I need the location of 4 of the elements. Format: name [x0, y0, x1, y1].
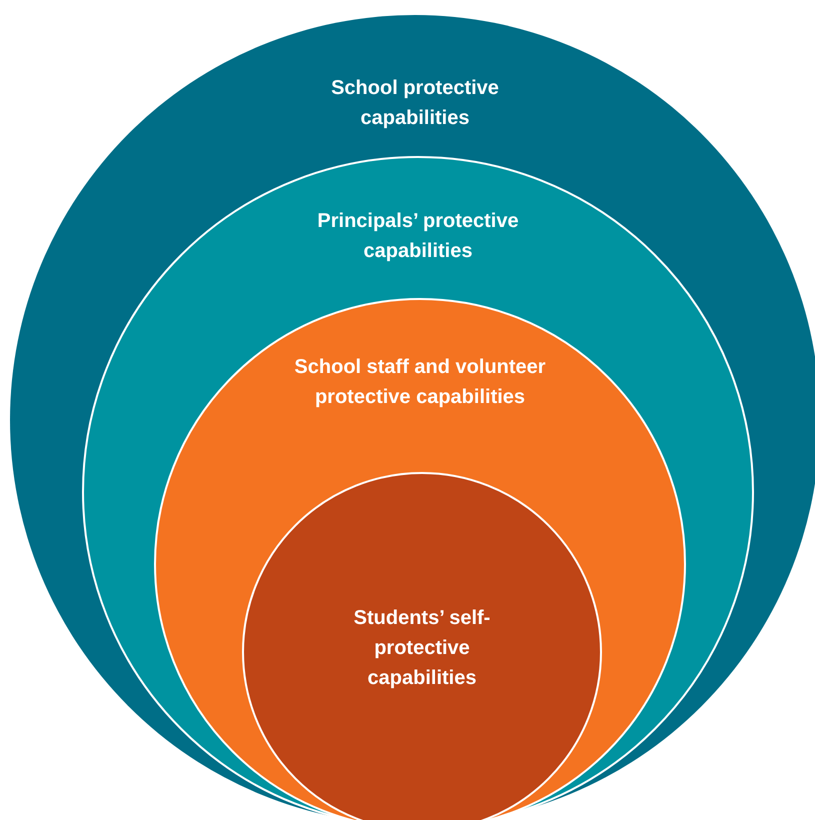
- circle-label: School staff and volunteer protective capabilities: [293, 355, 547, 410]
- circle-label: Students’ self-protective capabilities: [352, 606, 492, 691]
- circle-label: Principals’ protective capabilities: [316, 209, 520, 264]
- circle-label: School protective capabilities: [330, 76, 500, 131]
